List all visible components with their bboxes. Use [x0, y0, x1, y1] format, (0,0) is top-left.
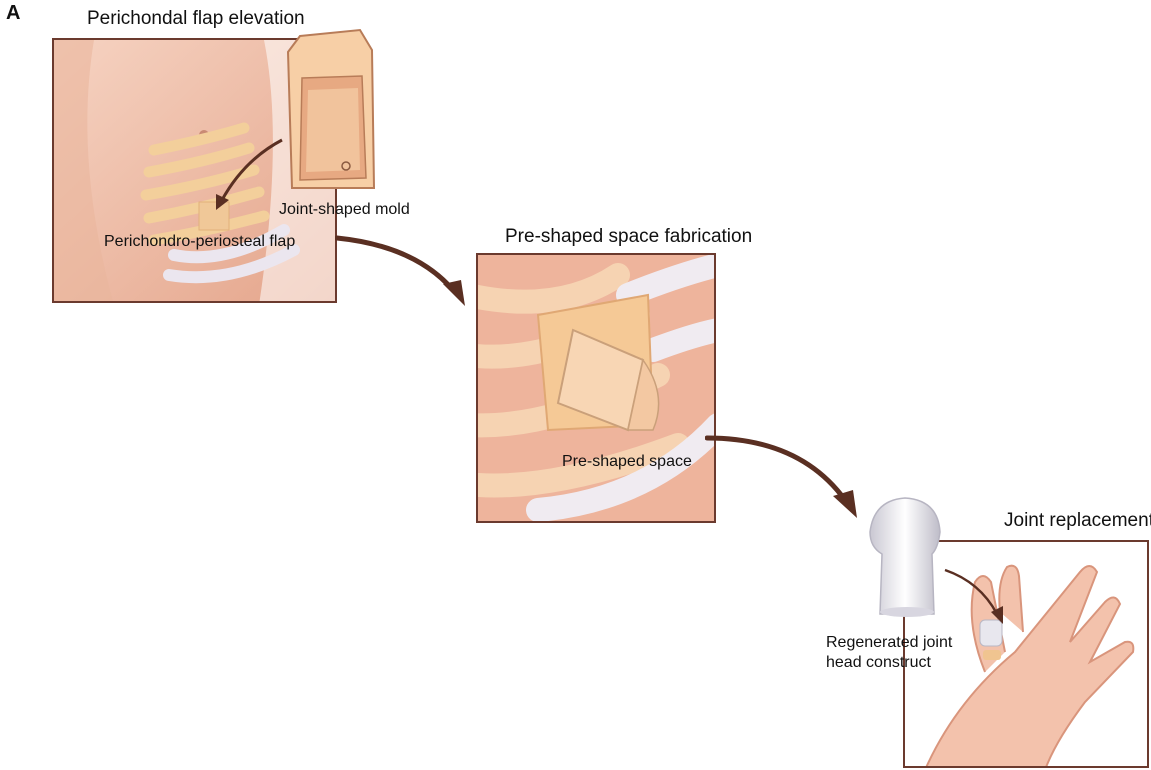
flow-arrow-2-icon: [705, 430, 865, 525]
label-construct-line1: Regenerated joint: [826, 634, 952, 652]
label-flap: Perichondro-periosteal flap: [104, 233, 295, 251]
flow-arrow-1-icon: [335, 228, 475, 313]
space-panel: [476, 253, 716, 523]
implanted-joint: [980, 620, 1002, 646]
label-construct-line2: head construct: [826, 654, 931, 672]
joint-mold-illustration: [282, 28, 377, 198]
rib-space-illustration: [478, 255, 716, 523]
joint-construct-illustration: [860, 492, 950, 622]
flap-patch: [199, 202, 229, 230]
label-joint-mold: Joint-shaped mold: [279, 201, 410, 219]
panel-title-flap: Perichondal flap elevation: [87, 8, 305, 30]
panel-title-replacement: Joint replacement: [1004, 510, 1151, 532]
panel-letter: A: [6, 2, 20, 25]
label-pre-shaped-space: Pre-shaped space: [562, 453, 692, 471]
panel-title-space: Pre-shaped space fabrication: [505, 226, 752, 248]
